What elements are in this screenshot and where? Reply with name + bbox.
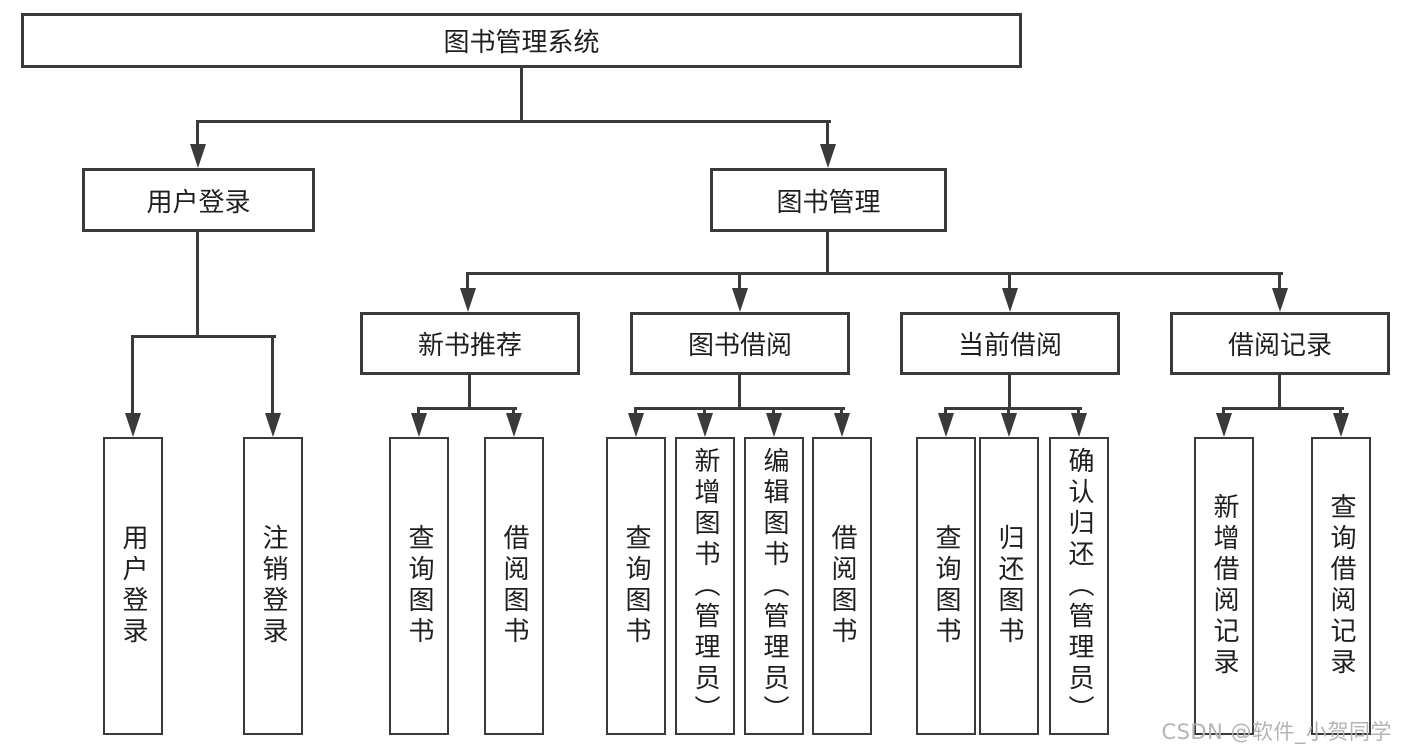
connector-arrow-borrow-book-a-stem: [512, 407, 515, 417]
node-book-borrow-label: 图书借阅: [687, 331, 792, 361]
arrowhead-return-book: [1001, 413, 1017, 437]
node-new-book-rec: 新书推荐: [360, 312, 580, 375]
arrowhead-add-book: [697, 413, 713, 437]
arrowhead-borrow-book-a: [506, 413, 522, 437]
node-user-login-label: 用户登录: [146, 187, 251, 218]
arrowhead-query-book-a: [411, 413, 427, 437]
arrowhead-query-book-b: [628, 413, 644, 437]
arrowhead-confirm-return: [1071, 413, 1087, 437]
node-root-label: 图书管理系统: [443, 28, 600, 58]
node-current-borrow-label: 当前借阅: [957, 331, 1062, 361]
arrowhead-user-login: [190, 144, 206, 168]
leaf-query-book-a-label: 查询图书: [404, 524, 434, 648]
arrowhead-new-book-rec: [460, 288, 476, 312]
leaf-add-book: 新增图书（管理员）: [675, 437, 735, 735]
arrowhead-leaf-logout: [265, 413, 281, 437]
connector-user-login-hline: [131, 335, 276, 338]
connector-arrow-edit-book-stem: [772, 407, 775, 417]
connector-arrow-query-book-c-stem: [944, 407, 947, 417]
node-user-login: 用户登录: [82, 168, 315, 232]
connector-current-borrow-hline: [944, 407, 1082, 410]
connector-new-book-rec-stem: [468, 373, 471, 410]
leaf-return-book-label: 归还图书: [994, 524, 1024, 648]
node-borrow-record-label: 借阅记录: [1227, 331, 1332, 361]
arrowhead-add-record: [1216, 413, 1232, 437]
leaf-logout-label: 注销登录: [258, 524, 288, 648]
leaf-confirm-return: 确认归还（管理员）: [1049, 437, 1109, 735]
connector-book-borrow-stem: [738, 373, 741, 410]
leaf-logout: 注销登录: [243, 437, 303, 735]
connector-arrow-confirm-return-stem: [1077, 407, 1080, 417]
leaf-borrow-book-b: 借阅图书: [812, 437, 872, 735]
leaf-query-book-a: 查询图书: [389, 437, 449, 735]
node-book-borrow: 图书借阅: [630, 312, 850, 375]
connector-user-login-stem: [196, 230, 199, 338]
connector-arrow-query-book-a-stem: [417, 407, 420, 417]
node-book-mgmt-label: 图书管理: [776, 187, 881, 218]
node-new-book-rec-label: 新书推荐: [417, 331, 522, 361]
connector-arrow-book-borrow-stem: [738, 272, 741, 291]
arrowhead-query-book-c: [938, 413, 954, 437]
connector-borrow-record-stem: [1278, 373, 1281, 410]
connector-current-borrow-stem: [1008, 373, 1011, 410]
connector-book-mgmt-hline: [466, 272, 1283, 275]
leaf-query-record-label: 查询借阅记录: [1326, 493, 1356, 679]
connector-arrow-borrow-book-b-stem: [840, 407, 843, 417]
leaf-query-book-b-label: 查询图书: [621, 524, 651, 648]
leaf-confirm-return-label: 确认归还（管理员）: [1064, 446, 1094, 726]
connector-arrow-new-book-rec-stem: [466, 272, 469, 291]
watermark-text: CSDN @软件_小贺同学: [1161, 720, 1392, 744]
leaf-add-record: 新增借阅记录: [1194, 437, 1254, 735]
leaf-user-login: 用户登录: [103, 437, 163, 735]
connector-arrow-query-book-b-stem: [634, 407, 637, 417]
arrowhead-current-borrow: [1002, 288, 1018, 312]
leaf-borrow-book-a-label: 借阅图书: [499, 524, 529, 648]
node-book-mgmt: 图书管理: [710, 168, 947, 232]
leaf-edit-book-label: 编辑图书（管理员）: [759, 446, 789, 726]
connector-borrow-record-hline: [1222, 407, 1344, 410]
leaf-add-record-label: 新增借阅记录: [1209, 493, 1239, 679]
connector-arrow-return-book-stem: [1007, 407, 1010, 417]
connector-arrow-leaf-user-login-stem: [131, 335, 134, 415]
connector-root-stem: [520, 66, 523, 123]
node-root: 图书管理系统: [21, 13, 1022, 68]
arrowhead-leaf-user-login: [125, 413, 141, 437]
node-current-borrow: 当前借阅: [900, 312, 1120, 375]
connector-arrow-current-borrow-stem: [1008, 272, 1011, 291]
node-borrow-record: 借阅记录: [1170, 312, 1390, 375]
arrowhead-borrow-record: [1272, 288, 1288, 312]
arrowhead-book-mgmt: [820, 144, 836, 168]
leaf-add-book-label: 新增图书（管理员）: [690, 446, 720, 726]
leaf-borrow-book-a: 借阅图书: [484, 437, 544, 735]
connector-arrow-add-record-stem: [1222, 407, 1225, 417]
connector-new-book-rec-hline: [417, 407, 517, 410]
connector-arrow-leaf-logout-stem: [271, 335, 274, 415]
leaf-edit-book: 编辑图书（管理员）: [744, 437, 804, 735]
connector-arrow-add-book-stem: [703, 407, 706, 417]
connector-arrow-book-mgmt-stem: [826, 120, 829, 146]
arrowhead-query-record: [1333, 413, 1349, 437]
leaf-query-book-b: 查询图书: [606, 437, 666, 735]
connector-arrow-borrow-record-stem: [1278, 272, 1281, 291]
leaf-query-book-c: 查询图书: [916, 437, 976, 735]
connector-arrow-query-record-stem: [1339, 407, 1342, 417]
arrowhead-borrow-book-b: [834, 413, 850, 437]
connector-root-hline: [197, 120, 831, 123]
leaf-query-book-c-label: 查询图书: [931, 524, 961, 648]
leaf-return-book: 归还图书: [979, 437, 1039, 735]
arrowhead-edit-book: [766, 413, 782, 437]
arrowhead-book-borrow: [732, 288, 748, 312]
connector-arrow-user-login-stem: [196, 120, 199, 146]
leaf-query-record: 查询借阅记录: [1311, 437, 1371, 735]
connector-book-borrow-hline: [634, 407, 845, 410]
connector-book-mgmt-stem: [826, 230, 829, 275]
leaf-user-login-label: 用户登录: [118, 524, 148, 648]
leaf-borrow-book-b-label: 借阅图书: [827, 524, 857, 648]
